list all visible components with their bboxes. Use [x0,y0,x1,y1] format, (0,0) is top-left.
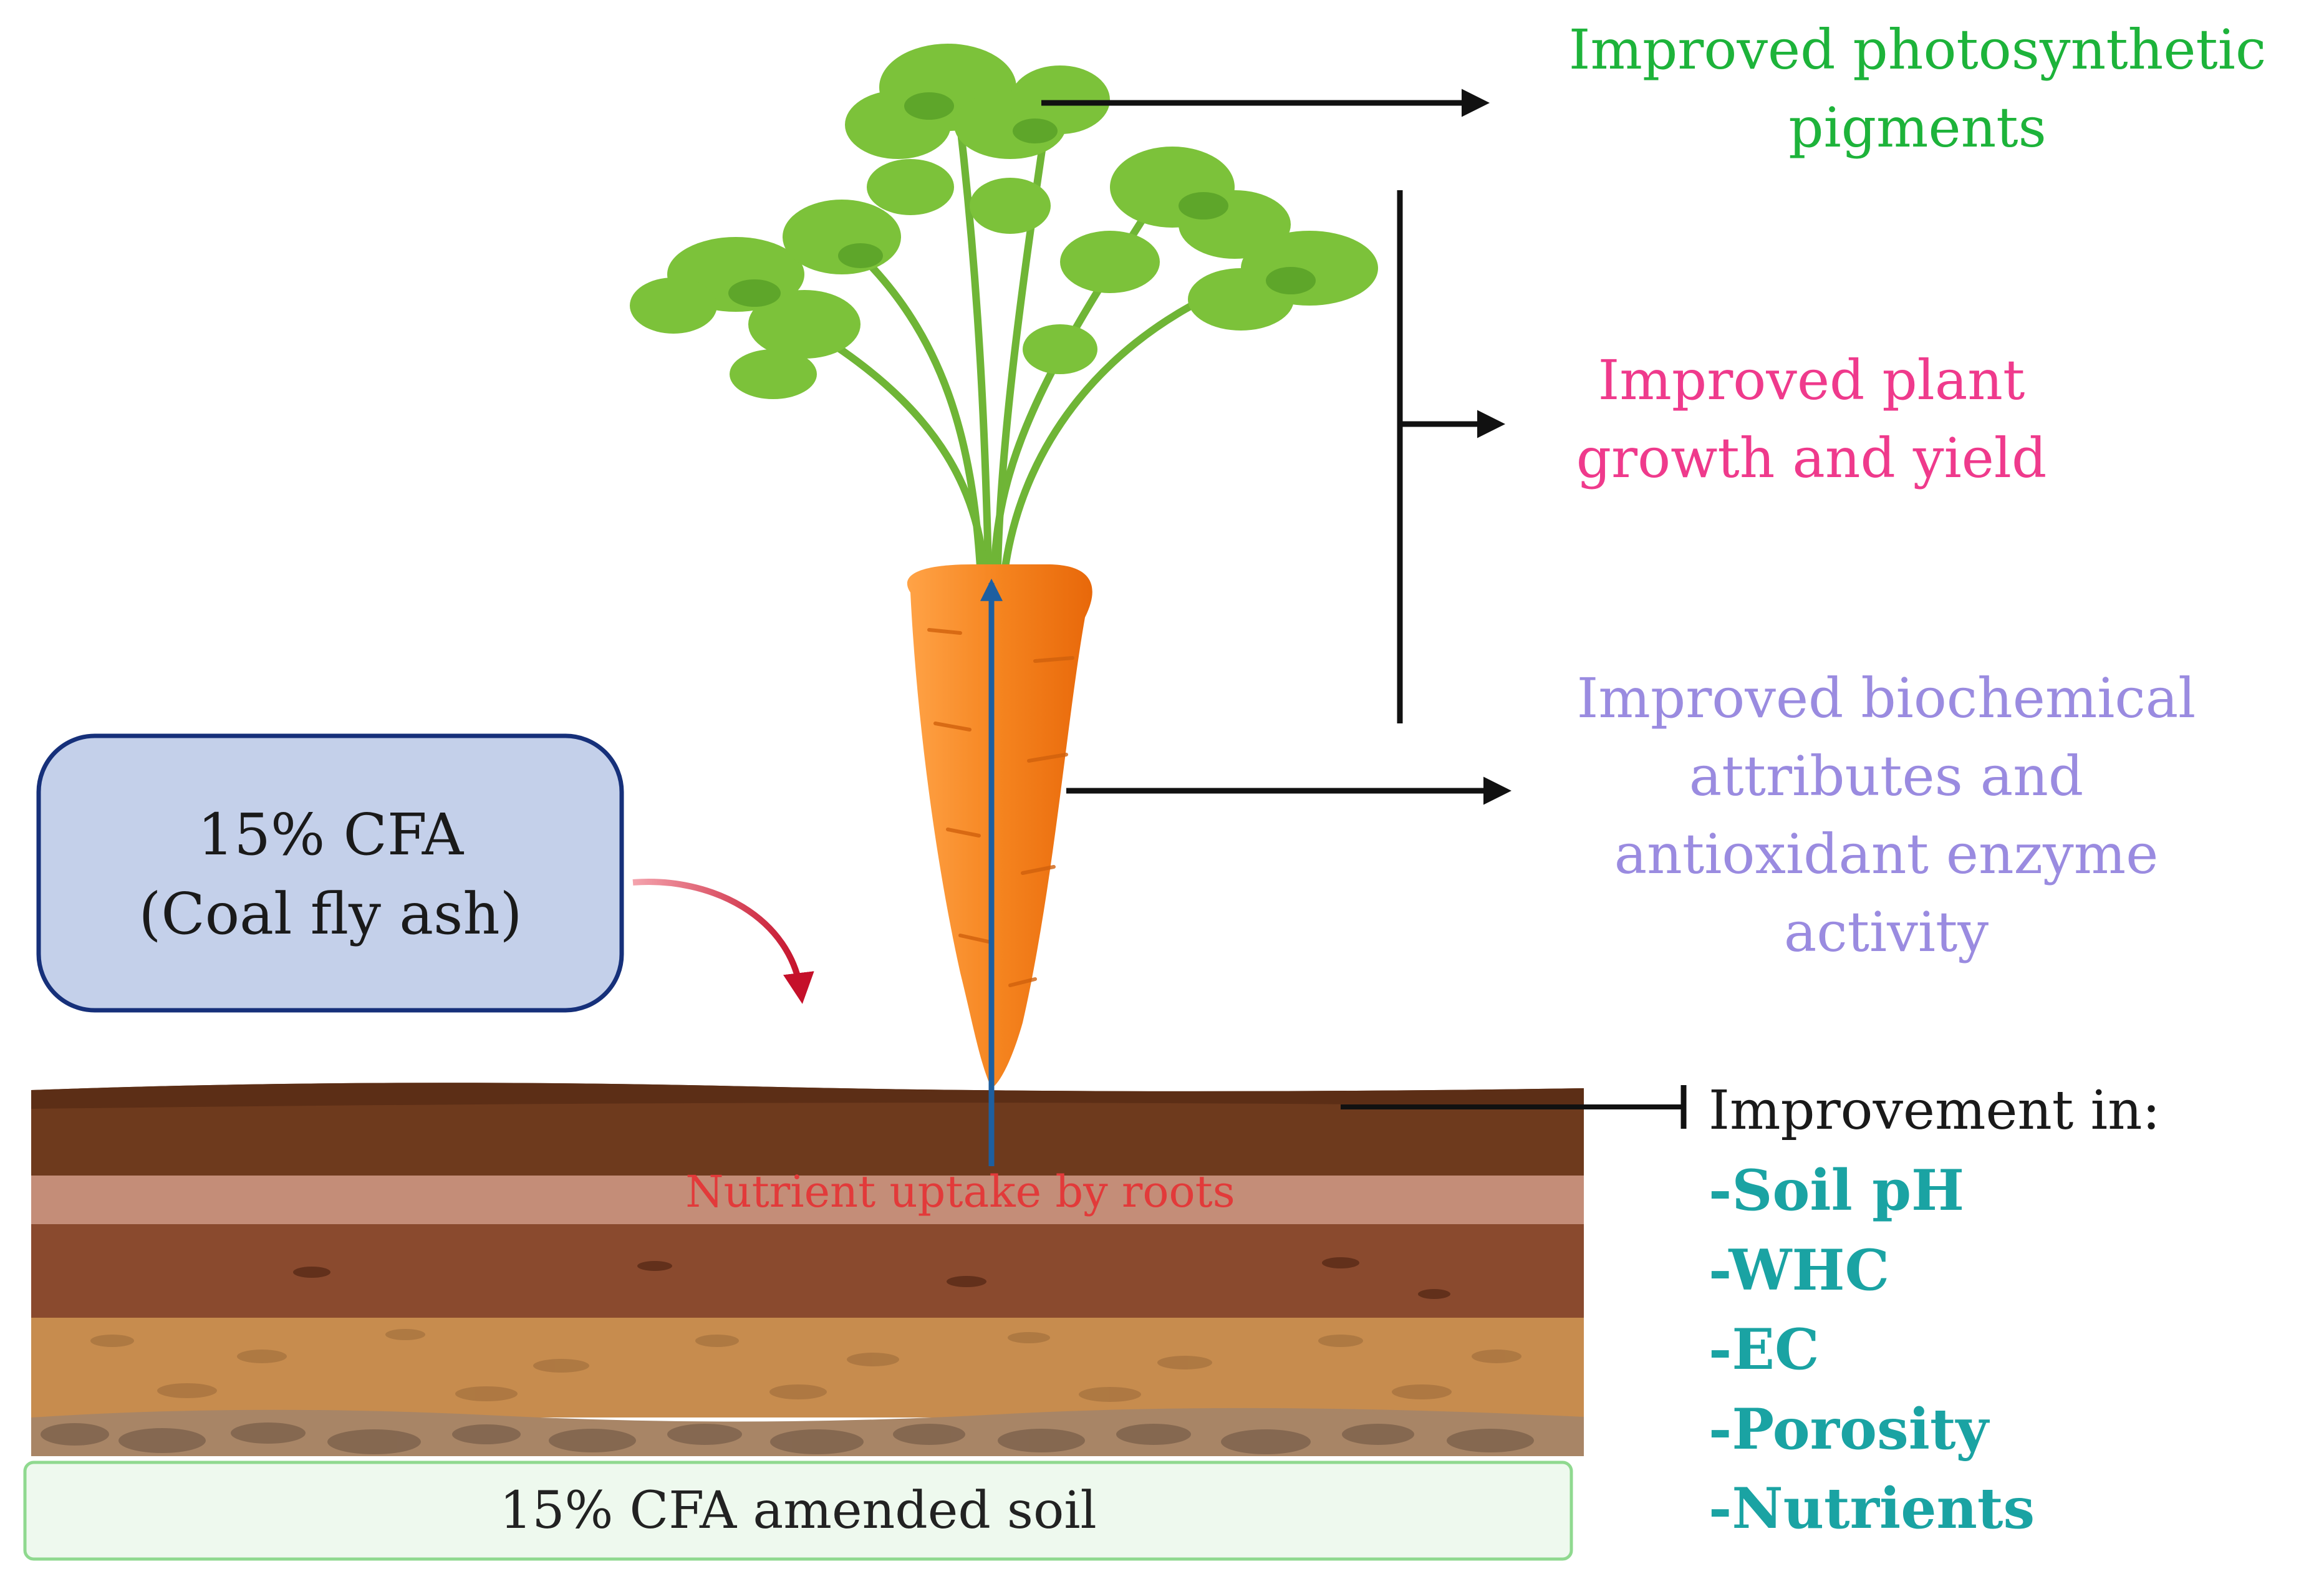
improvement-item: -Soil pH [1709,1157,1964,1224]
carrot-icon [630,44,1378,1088]
improvement-item: -WHC [1709,1237,1889,1303]
photosynthetic-effect-text: Improved photosynthetic pigments [1569,17,2266,160]
growth-line-1: Improved plant [1598,348,2025,412]
improvement-item: -Porosity [1709,1396,1990,1462]
biochemical-line-4: activity [1784,900,1989,964]
photosynthetic-line-2: pigments [1788,95,2047,160]
soil-layers-icon [31,1083,1584,1456]
improvement-list: -Soil pH -WHC -EC -Porosity -Nutrients [1709,1157,2035,1542]
biochemical-effect-text: Improved biochemical attributes and anti… [1577,666,2196,964]
photosynthetic-line-1: Improved photosynthetic [1569,17,2266,82]
growth-effect-text: Improved plant growth and yield [1576,348,2047,490]
cfa-box-line2: (Coal fly ash) [139,881,523,947]
improvement-heading: Improvement in: [1709,1079,2161,1142]
growth-line-2: growth and yield [1576,426,2047,490]
cfa-box-line1: 15% CFA [198,801,465,868]
biochemical-line-1: Improved biochemical [1577,666,2196,730]
nutrient-uptake-label: Nutrient uptake by roots [685,1166,1235,1217]
biochemical-line-3: antioxidant enzyme [1614,822,2159,886]
cfa-to-soil-arrow [632,879,814,1004]
improvement-item: -Nutrients [1709,1475,2035,1542]
amended-soil-label: 15% CFA amended soil [499,1481,1097,1540]
improvement-item: -EC [1709,1316,1820,1383]
cfa-box [36,733,624,1013]
carrot-leaves [630,44,1378,399]
amended-soil-label-box [23,1461,1573,1561]
biochemical-line-2: attributes and [1689,744,2083,808]
